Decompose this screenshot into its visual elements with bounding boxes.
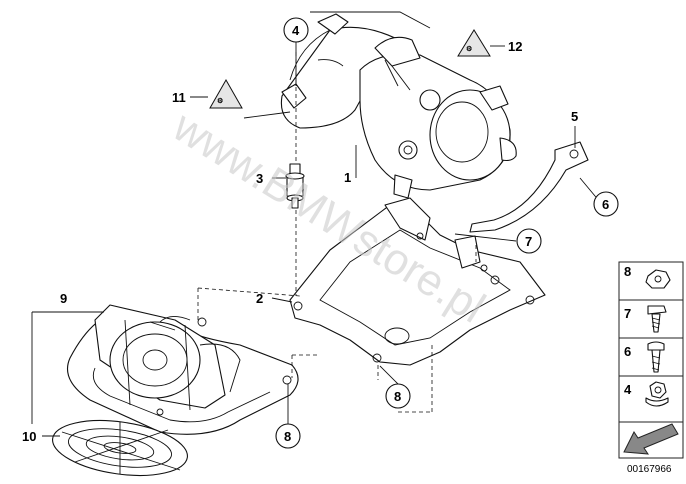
callout-6: 6 xyxy=(593,191,619,217)
fan-grille xyxy=(52,420,188,476)
diagram-id: 00167966 xyxy=(627,464,672,475)
flange-nut-icon xyxy=(645,397,669,407)
svg-text:8: 8 xyxy=(394,389,401,404)
legend-row-7: 7 xyxy=(624,305,667,333)
hex-bolt-icon xyxy=(647,305,667,315)
svg-text:12: 12 xyxy=(508,39,522,54)
assembly-guide-lines xyxy=(197,52,477,413)
callout-4: 4 xyxy=(283,17,309,43)
pump-motor-assembly xyxy=(280,13,517,199)
callout-11: 11 xyxy=(172,90,186,105)
warning-label-12: ⚙ xyxy=(457,29,491,57)
callout-1: 1 xyxy=(344,170,351,185)
svg-text:6: 6 xyxy=(624,344,631,359)
socket-screw-icon xyxy=(647,341,665,351)
warning-label-11: ⚙ xyxy=(209,78,243,109)
svg-text:7: 7 xyxy=(525,234,532,249)
callout-5: 5 xyxy=(571,109,578,124)
callout-8-shroud: 8 xyxy=(275,423,301,449)
svg-text:8: 8 xyxy=(624,264,631,279)
orientation-arrow xyxy=(618,421,684,459)
callout-7: 7 xyxy=(516,228,542,254)
legend-row-6: 6 xyxy=(624,341,665,373)
callout-10: 10 xyxy=(22,429,36,444)
svg-text:8: 8 xyxy=(284,429,291,444)
callout-12: 12 xyxy=(508,39,522,54)
legend-row-4: 4 xyxy=(624,381,669,407)
svg-text:⚙: ⚙ xyxy=(217,97,223,105)
svg-text:4: 4 xyxy=(624,382,632,397)
svg-text:4: 4 xyxy=(292,23,300,38)
callout-2: 2 xyxy=(256,291,263,306)
svg-text:1: 1 xyxy=(344,170,351,185)
callout-3: 3 xyxy=(256,171,263,186)
callout-9: 9 xyxy=(60,291,67,306)
fan-shroud-assembly xyxy=(66,304,299,435)
callout-8-bracket: 8 xyxy=(385,383,411,409)
svg-text:9: 9 xyxy=(60,291,67,306)
rubber-mount xyxy=(285,163,305,209)
svg-text:6: 6 xyxy=(602,197,609,212)
svg-text:7: 7 xyxy=(624,306,631,321)
svg-text:⚙: ⚙ xyxy=(466,45,472,53)
svg-text:3: 3 xyxy=(256,171,263,186)
svg-text:5: 5 xyxy=(571,109,578,124)
svg-text:11: 11 xyxy=(172,90,186,105)
mounting-bracket xyxy=(289,197,546,366)
hex-nut-icon xyxy=(645,269,671,289)
svg-text:10: 10 xyxy=(22,429,36,444)
hardware-legend: 8 7 6 4 xyxy=(618,261,684,459)
support-strap xyxy=(469,141,589,233)
leader-lines xyxy=(31,11,601,437)
svg-text:2: 2 xyxy=(256,291,263,306)
arrow-icon xyxy=(623,423,679,455)
legend-row-8: 8 xyxy=(624,264,671,289)
